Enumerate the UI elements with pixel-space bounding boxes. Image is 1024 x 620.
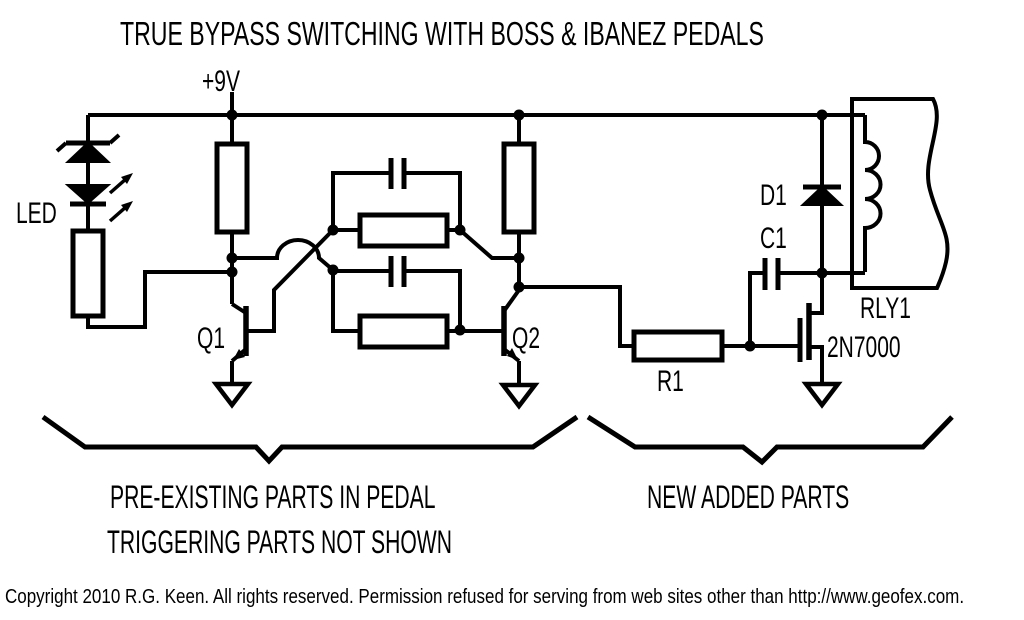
q1-collector-resistor-icon: [214, 141, 250, 304]
led-resistor-icon: [70, 228, 106, 319]
power-rail: [88, 92, 865, 144]
r1-label: R1: [657, 365, 684, 398]
left-group-brace: [41, 414, 579, 465]
relay-coil-icon: [863, 115, 883, 272]
crossover-hop-wire: [232, 238, 335, 272]
mosfet-ground-icon: [801, 381, 843, 409]
c1-label: C1: [760, 222, 787, 255]
r1-resistor-icon: [631, 329, 725, 363]
q2-collector-resistor-icon: [501, 115, 537, 291]
trigger-wire: [519, 285, 634, 348]
led-label: LED: [16, 197, 57, 230]
right-group-caption: NEW ADDED PARTS: [647, 479, 850, 515]
q1-ground-icon: [211, 381, 253, 409]
led-icon: [64, 173, 133, 223]
relay-icon: [822, 97, 950, 290]
bottom-coupling-network: [331, 256, 504, 350]
top-coupling-network: [331, 158, 519, 260]
q1-transistor-icon: [230, 228, 335, 384]
left-group-caption-line1: PRE-EXISTING PARTS IN PEDAL: [110, 479, 436, 515]
mosfet-label: 2N7000: [827, 331, 901, 364]
zener-diode-icon: [55, 133, 121, 163]
c1-capacitor-icon: [748, 258, 822, 346]
q2-transistor-icon: [501, 288, 521, 385]
mosfet-2n7000-icon: [797, 273, 824, 384]
right-group-brace: [586, 414, 954, 466]
left-group-caption-line2: TRIGGERING PARTS NOT SHOWN: [107, 524, 452, 560]
q2-ground-icon: [498, 382, 540, 410]
d1-label: D1: [760, 179, 787, 212]
copyright-notice: Copyright 2010 R.G. Keen. All rights res…: [5, 586, 965, 608]
power-label: +9V: [202, 65, 240, 98]
q2-label: Q2: [512, 322, 541, 355]
d1-diode-icon: [799, 115, 845, 273]
q1-label: Q1: [197, 322, 226, 355]
junction-dots: [226, 109, 828, 352]
relay-label: RLY1: [860, 292, 911, 325]
relay-box-outline: [850, 97, 950, 290]
page-title: TRUE BYPASS SWITCHING WITH BOSS & IBANEZ…: [120, 15, 764, 52]
led-branch: [55, 115, 232, 329]
